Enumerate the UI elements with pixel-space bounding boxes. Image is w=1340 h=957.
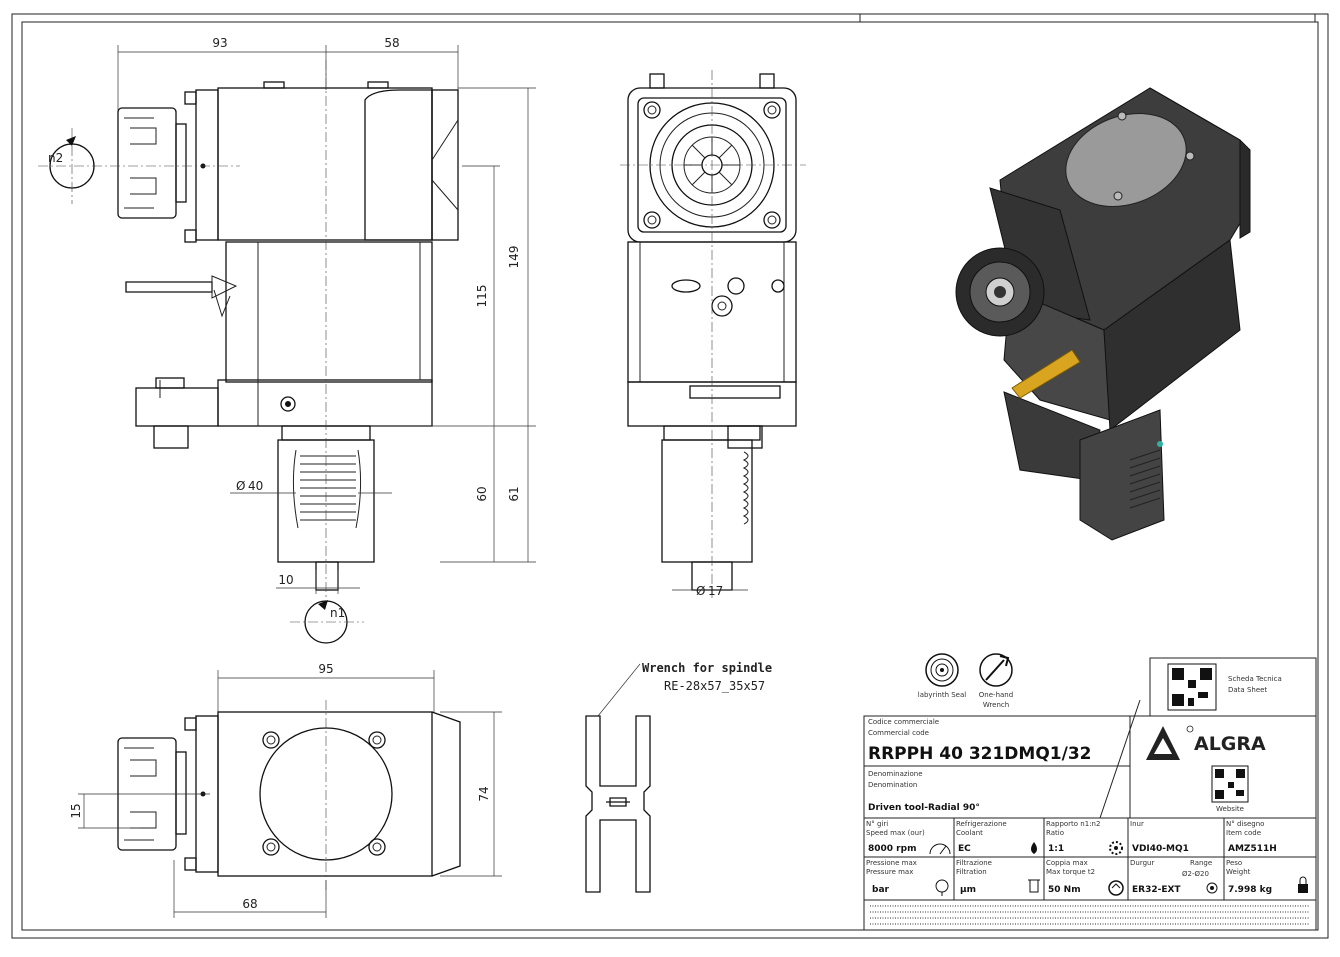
cell-torque-value: 50 Nm — [1048, 885, 1081, 895]
rotation-n2-icon: n2 — [48, 128, 95, 204]
denom-en: Denomination — [868, 781, 917, 789]
wrench-note-line1: Wrench for spindle — [642, 661, 772, 675]
cell-drawing-value: AMZ511H — [1228, 844, 1277, 854]
legal-fine-print — [870, 905, 1310, 925]
cell-inur-it: Inur — [1130, 820, 1144, 828]
cell-pressure-en: Pressure max — [866, 868, 913, 876]
cell-weight-it: Peso — [1226, 859, 1242, 867]
codice-en: Commercial code — [868, 729, 929, 737]
front-bolts — [643, 101, 781, 229]
range-label: Range — [1190, 859, 1212, 867]
cell-speed-value: 8000 rpm — [868, 844, 916, 854]
scheda-it: Scheda Tecnica — [1228, 675, 1282, 683]
dim-115: 115 — [475, 285, 489, 308]
cell-collet-it: Durgur — [1130, 859, 1154, 867]
cell-pressure-value: bar — [872, 885, 890, 895]
cell-pressure-it: Pressione max — [866, 859, 917, 867]
one-hand-wrench-icon: One-hand Wrench — [979, 653, 1013, 709]
dim-10: 10 — [278, 573, 293, 587]
cell-inur-value: VDI40-MQ1 — [1132, 844, 1189, 854]
cell-speed-en: Speed max (our) — [866, 829, 925, 837]
bottom-view: 95 74 15 68 — [69, 662, 502, 918]
website-label: Website — [1216, 805, 1244, 813]
qr-code-website-icon — [1211, 765, 1249, 803]
cell-ratio-it: Rapporto n1:n2 — [1046, 820, 1100, 828]
cell-torque-it: Coppia max — [1046, 859, 1088, 867]
qr-code-datasheet-icon — [1167, 663, 1217, 711]
cell-collet-value: ER32-EXT — [1132, 885, 1181, 895]
serration — [292, 449, 362, 529]
n2-label: n2 — [48, 151, 63, 165]
dim-diameter-17-symbol: Ø — [696, 584, 705, 598]
denomination-value: Driven tool-Radial 90° — [868, 803, 980, 813]
dim-15: 15 — [69, 803, 83, 818]
algra-logo-icon — [1146, 725, 1194, 760]
cell-coolant-it: Refrigerazione — [956, 820, 1007, 828]
coolant-drop-icon — [1031, 842, 1037, 854]
dim-149: 149 — [507, 246, 521, 269]
labyrinth-seal-label: labyrinth Seal — [918, 691, 967, 699]
weight-lock-icon — [1298, 876, 1308, 893]
cell-drawing-en: Item code — [1226, 829, 1261, 837]
cell-coolant-en: Coolant — [956, 829, 983, 837]
one-hand-label-1: One-hand — [979, 691, 1013, 699]
cell-ratio-value: 1:1 — [1048, 844, 1064, 854]
side-view: 93 58 — [38, 36, 536, 644]
inner-frame — [21, 21, 1319, 931]
rotation-n1-icon: n1 — [290, 600, 364, 644]
dim-61: 61 — [507, 486, 521, 501]
dim-68: 68 — [242, 897, 257, 911]
front-view: Ø 17 — [620, 70, 806, 598]
iso-view — [955, 87, 1251, 541]
dim-93: 93 — [212, 36, 227, 50]
brand-name: ALGRA — [1194, 733, 1266, 755]
denom-it: Denominazione — [868, 770, 923, 778]
cell-weight-en: Weight — [1226, 868, 1251, 876]
scheda-en: Data Sheet — [1228, 686, 1267, 694]
cell-torque-en: Max torque t2 — [1046, 868, 1095, 876]
dim-diameter-40-symbol: Ø — [236, 479, 245, 493]
dim-60: 60 — [475, 486, 489, 501]
outer-frame — [11, 13, 1329, 939]
wrench-drawing: Wrench for spindle RE-28x57_35x57 — [585, 661, 772, 893]
codice-it: Codice commerciale — [868, 718, 939, 726]
filter-bin-icon — [1028, 879, 1040, 893]
one-hand-label-2: Wrench — [983, 701, 1009, 709]
gear-icon — [1109, 841, 1123, 855]
dim-58: 58 — [384, 36, 399, 50]
dim-diameter-40: 40 — [248, 479, 263, 493]
bottom-bolts — [262, 731, 386, 856]
n1-label: n1 — [330, 606, 345, 620]
commercial-code: RRPPH 40 321DMQ1/32 — [868, 744, 1091, 764]
range-value: Ø2-Ø20 — [1182, 870, 1209, 878]
title-block: Scheda Tecnica Data Sheet ALGRA Website … — [863, 657, 1317, 931]
cell-ratio-en: Ratio — [1046, 829, 1064, 837]
pressure-gauge-icon — [935, 879, 949, 896]
wrench-note-line2: RE-28x57_35x57 — [664, 679, 765, 693]
cell-filtration-en: Filtration — [956, 868, 987, 876]
dim-diameter-17: 17 — [708, 584, 723, 598]
cell-filtration-it: Filtrazione — [956, 859, 992, 867]
cell-weight-value: 7.998 kg — [1228, 885, 1272, 895]
cell-drawing-it: N° disegno — [1226, 820, 1264, 828]
labyrinth-seal-icon: labyrinth Seal — [918, 653, 967, 699]
cell-speed-it: N° giri — [866, 820, 888, 828]
dim-95: 95 — [318, 662, 333, 676]
cell-coolant-value: EC — [958, 844, 971, 854]
torque-icon — [1108, 880, 1124, 896]
collet-icon — [1206, 882, 1218, 894]
speed-gauge-icon — [929, 843, 951, 855]
dim-74: 74 — [477, 786, 491, 801]
cell-filtration-value: µm — [960, 885, 976, 895]
